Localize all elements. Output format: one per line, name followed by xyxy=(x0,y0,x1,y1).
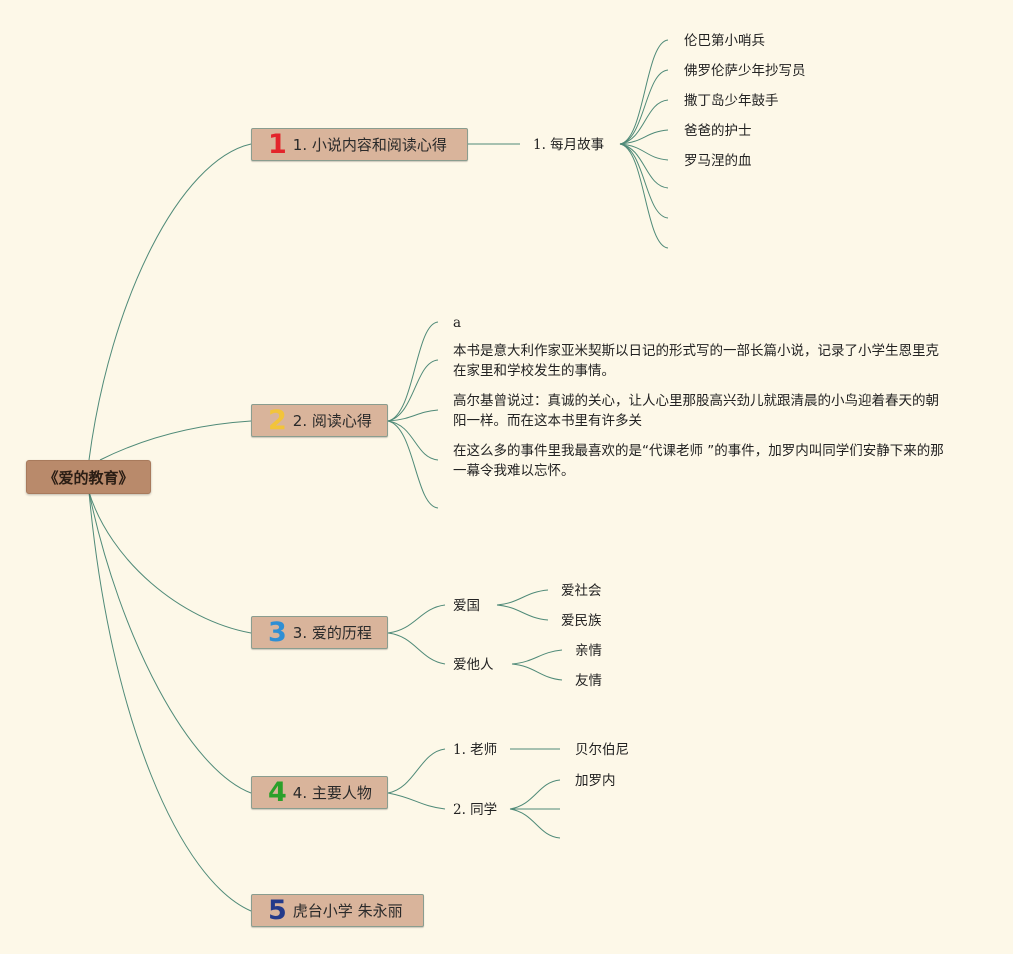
link-t4-group-1 xyxy=(387,748,446,794)
root-label: 《爱的教育》 xyxy=(43,468,134,487)
t2-item-4[interactable]: 在这么多的事件里我最喜欢的是“代课老师 ”的事件，加罗内叫同学们安静下来的那一幕… xyxy=(453,443,944,479)
t1-subtopic[interactable]: 1. 每月故事 xyxy=(533,137,605,153)
link-root-topic-2 xyxy=(99,420,252,461)
link-t2-item-3 xyxy=(387,409,439,422)
t3-group-1[interactable]: 爱国 xyxy=(453,598,480,614)
t2-item-1[interactable]: a xyxy=(453,315,462,331)
topic-2-label: 2. 阅读心得 xyxy=(292,412,372,430)
t3-g1-child-1[interactable]: 爱社会 xyxy=(561,583,602,599)
topic-1-number: 1 xyxy=(268,129,287,160)
link-t1-story-3 xyxy=(619,99,669,145)
link-t2-item-4 xyxy=(387,420,439,461)
topic-2-node[interactable]: 2 2. 阅读心得 xyxy=(251,404,388,437)
t1-story-1[interactable]: 伦巴第小哨兵 xyxy=(684,33,765,49)
topic-1-node[interactable]: 1 1. 小说内容和阅读心得 xyxy=(251,128,468,161)
topic-3-label: 3. 爱的历程 xyxy=(292,624,372,642)
topic-4-label: 4. 主要人物 xyxy=(292,784,372,802)
t3-g2-child-2[interactable]: 友情 xyxy=(575,673,602,689)
root-node[interactable]: 《爱的教育》 xyxy=(26,460,151,494)
t1-story-4[interactable]: 爸爸的护士 xyxy=(684,123,752,139)
link-t2-item-1 xyxy=(387,321,439,422)
topic-5-label: 虎台小学 朱永丽 xyxy=(292,902,403,920)
link-root-topic-5 xyxy=(88,491,252,912)
topic-5-node[interactable]: 5 虎台小学 朱永丽 xyxy=(251,894,424,927)
t3-group-2[interactable]: 爱他人 xyxy=(453,657,494,673)
link-t3-group-2 xyxy=(387,632,446,665)
link-root-topic-4 xyxy=(88,491,252,794)
link-t3-group-1 xyxy=(387,604,446,634)
link-t1-story-2 xyxy=(619,69,669,145)
t1-story-5[interactable]: 罗马涅的血 xyxy=(684,153,752,169)
t1-story-3[interactable]: 撒丁岛少年鼓手 xyxy=(684,93,779,109)
link-t1-empty-3 xyxy=(619,143,669,249)
topic-4-node[interactable]: 4 4. 主要人物 xyxy=(251,776,388,809)
link-t2-empty xyxy=(387,420,439,509)
link-t1-story-1 xyxy=(619,39,669,145)
link-t1-empty-2 xyxy=(619,143,669,219)
topic-3-node[interactable]: 3 3. 爱的历程 xyxy=(251,616,388,649)
t4-group-2[interactable]: 2. 同学 xyxy=(453,802,498,818)
link-t2-item-2 xyxy=(387,359,439,422)
t1-story-2[interactable]: 佛罗伦萨少年抄写员 xyxy=(684,63,806,79)
t2-item-2[interactable]: 本书是意大利作家亚米契斯以日记的形式写的一部长篇小说，记录了小学生恩里克 在家里… xyxy=(453,343,939,379)
link-t3-g2-c1 xyxy=(511,649,563,665)
link-t1-story-4 xyxy=(619,129,669,145)
link-t3-g1-c2 xyxy=(496,604,549,621)
link-t3-g2-c2 xyxy=(511,663,563,681)
t2-item-3[interactable]: 高尔基曾说过：真诚的关心，让人心里那股高兴劲儿就跟清晨的小鸟迎着春天的朝阳一样。… xyxy=(453,393,939,429)
link-t4-g2-c1 xyxy=(509,779,561,810)
topic-3-number: 3 xyxy=(268,617,287,648)
link-t4-group-2 xyxy=(387,792,446,810)
link-t4-g2-empty-2 xyxy=(509,808,561,839)
topic-5-number: 5 xyxy=(268,895,287,926)
link-t1-empty-1 xyxy=(619,143,669,189)
t3-g2-child-1[interactable]: 亲情 xyxy=(575,643,602,659)
t4-group-1[interactable]: 1. 老师 xyxy=(453,742,498,758)
link-t3-g1-c1 xyxy=(496,589,549,606)
link-root-topic-3 xyxy=(88,491,252,634)
topic-2-number: 2 xyxy=(268,405,287,436)
t3-g1-child-2[interactable]: 爱民族 xyxy=(561,613,602,629)
topic-1-label: 1. 小说内容和阅读心得 xyxy=(292,136,447,154)
topic-4-number: 4 xyxy=(268,777,287,808)
link-root-topic-1 xyxy=(88,143,252,461)
link-t1-story-5 xyxy=(619,143,669,161)
t4-g1-child-1[interactable]: 贝尔伯尼 xyxy=(575,742,629,758)
t4-g2-child-1[interactable]: 加罗内 xyxy=(575,773,616,789)
